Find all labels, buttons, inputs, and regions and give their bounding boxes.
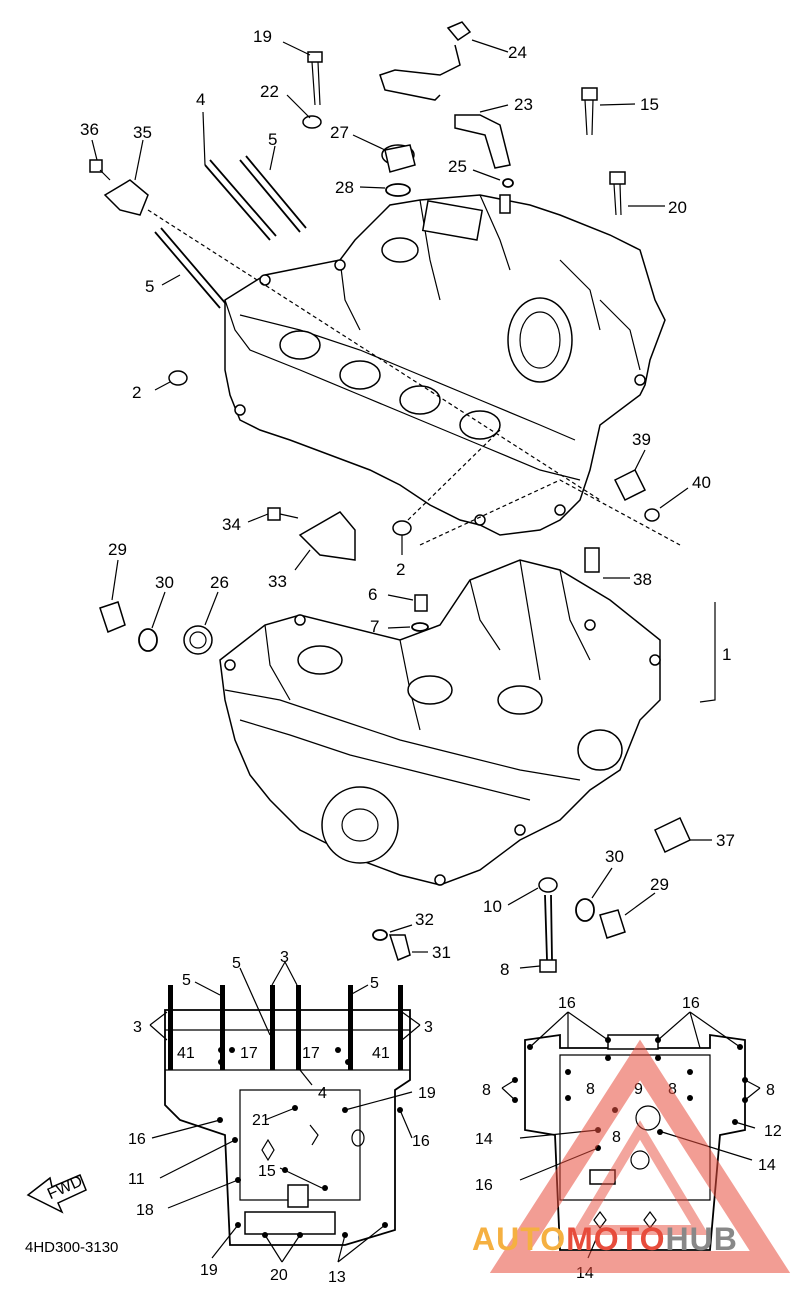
inset-callout-8e: 8 — [612, 1129, 621, 1146]
callout-20: 20 — [668, 198, 687, 217]
warning-triangle-icon — [489, 1039, 791, 1273]
callout-6: 6 — [368, 585, 377, 604]
callout-31: 31 — [432, 943, 451, 962]
diagram-code: 4HD300-3130 — [25, 1239, 118, 1256]
inset-callout-16b: 16 — [412, 1133, 430, 1150]
callout-5b: 5 — [145, 277, 154, 296]
callout-24: 24 — [508, 43, 527, 62]
inset-callout-11: 11 — [128, 1171, 145, 1188]
callout-36: 36 — [80, 120, 99, 139]
left-inset-bolt-pattern: 3 5 5 5 3 3 41 17 17 41 4 19 16 21 16 11… — [128, 949, 436, 1286]
inset-callout-5a: 5 — [182, 972, 191, 989]
callout-38: 38 — [633, 570, 652, 589]
lower-crankcase — [219, 559, 661, 886]
inset-callout-19: 19 — [418, 1085, 436, 1102]
callout-33: 33 — [268, 572, 287, 591]
inset-callout-13: 13 — [328, 1269, 346, 1286]
inset-callout-12: 12 — [764, 1123, 782, 1140]
inset-callout-3c: 3 — [424, 1019, 433, 1036]
inset-callout-3b: 3 — [280, 949, 289, 966]
inset-callout-16d: 16 — [682, 995, 700, 1012]
inset-callout-17: 17 — [240, 1045, 258, 1062]
watermark-moto: MOTO — [566, 1221, 665, 1257]
inset-callout-8d: 8 — [668, 1081, 677, 1098]
callout-10: 10 — [483, 897, 502, 916]
inset-callout-14b: 14 — [758, 1157, 776, 1174]
inset-callout-20: 20 — [270, 1267, 288, 1284]
callout-35: 35 — [133, 123, 152, 142]
callout-8: 8 — [500, 960, 509, 979]
callout-27: 27 — [330, 123, 349, 142]
callout-34: 34 — [222, 515, 241, 534]
callout-23: 23 — [514, 95, 533, 114]
callout-2: 2 — [132, 383, 141, 402]
inset-callout-41b: 41 — [372, 1045, 390, 1062]
inset-callout-16c: 16 — [558, 995, 576, 1012]
inset-callout-15: 15 — [258, 1163, 276, 1180]
upper-crankcase — [224, 194, 666, 536]
main-callouts: 19 24 22 23 15 4 27 36 35 5 28 25 20 5 2… — [80, 27, 735, 979]
inset-callout-21: 21 — [252, 1112, 270, 1129]
inset-callout-17b: 17 — [302, 1045, 320, 1062]
callout-26: 26 — [210, 573, 229, 592]
watermark-auto: AUTO — [472, 1221, 566, 1257]
callout-22: 22 — [260, 82, 279, 101]
callout-19: 19 — [253, 27, 272, 46]
callout-2b: 2 — [396, 560, 405, 579]
svg-text:AUTOMOTOHUB: AUTOMOTOHUB — [472, 1221, 738, 1257]
leader-lines — [91, 39, 716, 969]
watermark-logo: AUTOMOTOHUB — [472, 1039, 791, 1273]
watermark-hub: HUB — [665, 1221, 737, 1257]
inset-callout-3: 3 — [133, 1019, 142, 1036]
inset-callout-5b: 5 — [232, 955, 241, 972]
inset-callout-14a: 14 — [475, 1131, 493, 1148]
callout-30: 30 — [155, 573, 174, 592]
callout-5: 5 — [268, 130, 277, 149]
inset-callout-16: 16 — [128, 1131, 146, 1148]
inset-callout-8c: 8 — [586, 1081, 595, 1098]
inset-callout-4: 4 — [318, 1085, 327, 1102]
callout-39: 39 — [632, 430, 651, 449]
callout-7: 7 — [370, 617, 379, 636]
inset-callout-19b: 19 — [200, 1262, 218, 1279]
inset-callout-9: 9 — [634, 1081, 643, 1098]
callout-37: 37 — [716, 831, 735, 850]
inset-callout-16e: 16 — [475, 1177, 493, 1194]
fwd-arrow: FWD — [26, 1173, 87, 1214]
inset-callout-5c: 5 — [370, 975, 379, 992]
small-parts — [89, 21, 691, 973]
callout-4: 4 — [196, 90, 205, 109]
callout-15: 15 — [640, 95, 659, 114]
right-inset-bolt-pattern: 16 16 8 8 8 9 8 8 12 14 14 16 14 — [475, 995, 782, 1282]
callout-32: 32 — [415, 910, 434, 929]
inset-callout-41: 41 — [177, 1045, 195, 1062]
callout-29: 29 — [108, 540, 127, 559]
callout-29b: 29 — [650, 875, 669, 894]
callout-40: 40 — [692, 473, 711, 492]
callout-30b: 30 — [605, 847, 624, 866]
callout-28: 28 — [335, 178, 354, 197]
inset-callout-18: 18 — [136, 1202, 154, 1219]
callout-1: 1 — [722, 645, 731, 664]
callout-25: 25 — [448, 157, 467, 176]
inset-callout-8a: 8 — [482, 1082, 491, 1099]
inset-callout-8b: 8 — [766, 1082, 775, 1099]
